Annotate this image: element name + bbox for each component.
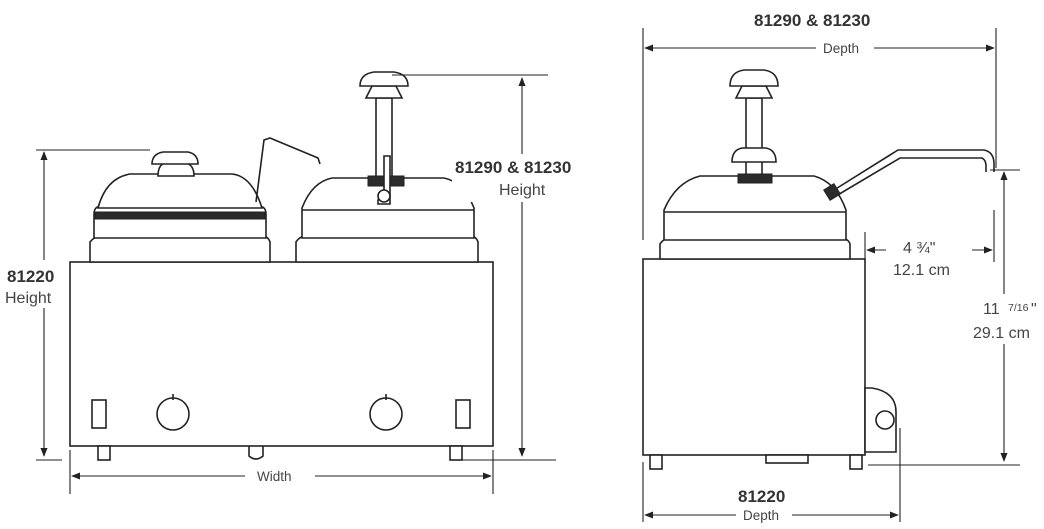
front-switch-left: [91, 399, 107, 429]
side-foot-front: [649, 454, 663, 470]
left-height-word-label: Height: [5, 290, 52, 307]
right-pump-warmer: [295, 71, 479, 263]
front-knob-right: [369, 397, 403, 431]
side-spout-arm: [833, 149, 995, 191]
spout-height-cm: 29.1 cm: [973, 325, 1030, 342]
mid-height-model-label: 81290 & 81230: [455, 158, 571, 177]
spout-height-inch-mark: ": [1031, 301, 1037, 318]
top-depth-word-label: Depth: [823, 41, 859, 56]
left-height-model-label: 81220: [7, 267, 54, 286]
front-foot-left: [97, 445, 111, 461]
front-foot-right: [449, 445, 463, 461]
left-warmer: [89, 137, 321, 263]
side-foot-rear: [849, 454, 863, 470]
front-cabinet: [69, 261, 494, 447]
mid-height-word-label: Height: [499, 182, 546, 199]
spout-height-fraction: 7/16: [1008, 302, 1029, 314]
side-view: 81290 & 81230 Depth 4 ¾" 12.1 cm 11 7/16…: [642, 11, 1044, 526]
side-cabinet: [642, 258, 866, 456]
front-foot-center: [248, 446, 264, 460]
bottom-depth-model-label: 81220: [738, 487, 785, 506]
front-switch-right: [455, 399, 471, 429]
top-depth-model-label: 81290 & 81230: [754, 11, 870, 30]
width-label: Width: [257, 469, 292, 484]
bottom-depth-word-label: Depth: [743, 508, 779, 523]
front-view: 81220 Height 81290 & 81230 Height Width: [4, 71, 602, 494]
spout-overhang-inches: 4 ¾": [903, 240, 935, 257]
front-knob-left: [156, 397, 190, 431]
spout-overhang-cm: 12.1 cm: [893, 262, 950, 279]
spout-height-inches: 11: [983, 301, 1000, 318]
side-foot-mid: [765, 454, 809, 464]
